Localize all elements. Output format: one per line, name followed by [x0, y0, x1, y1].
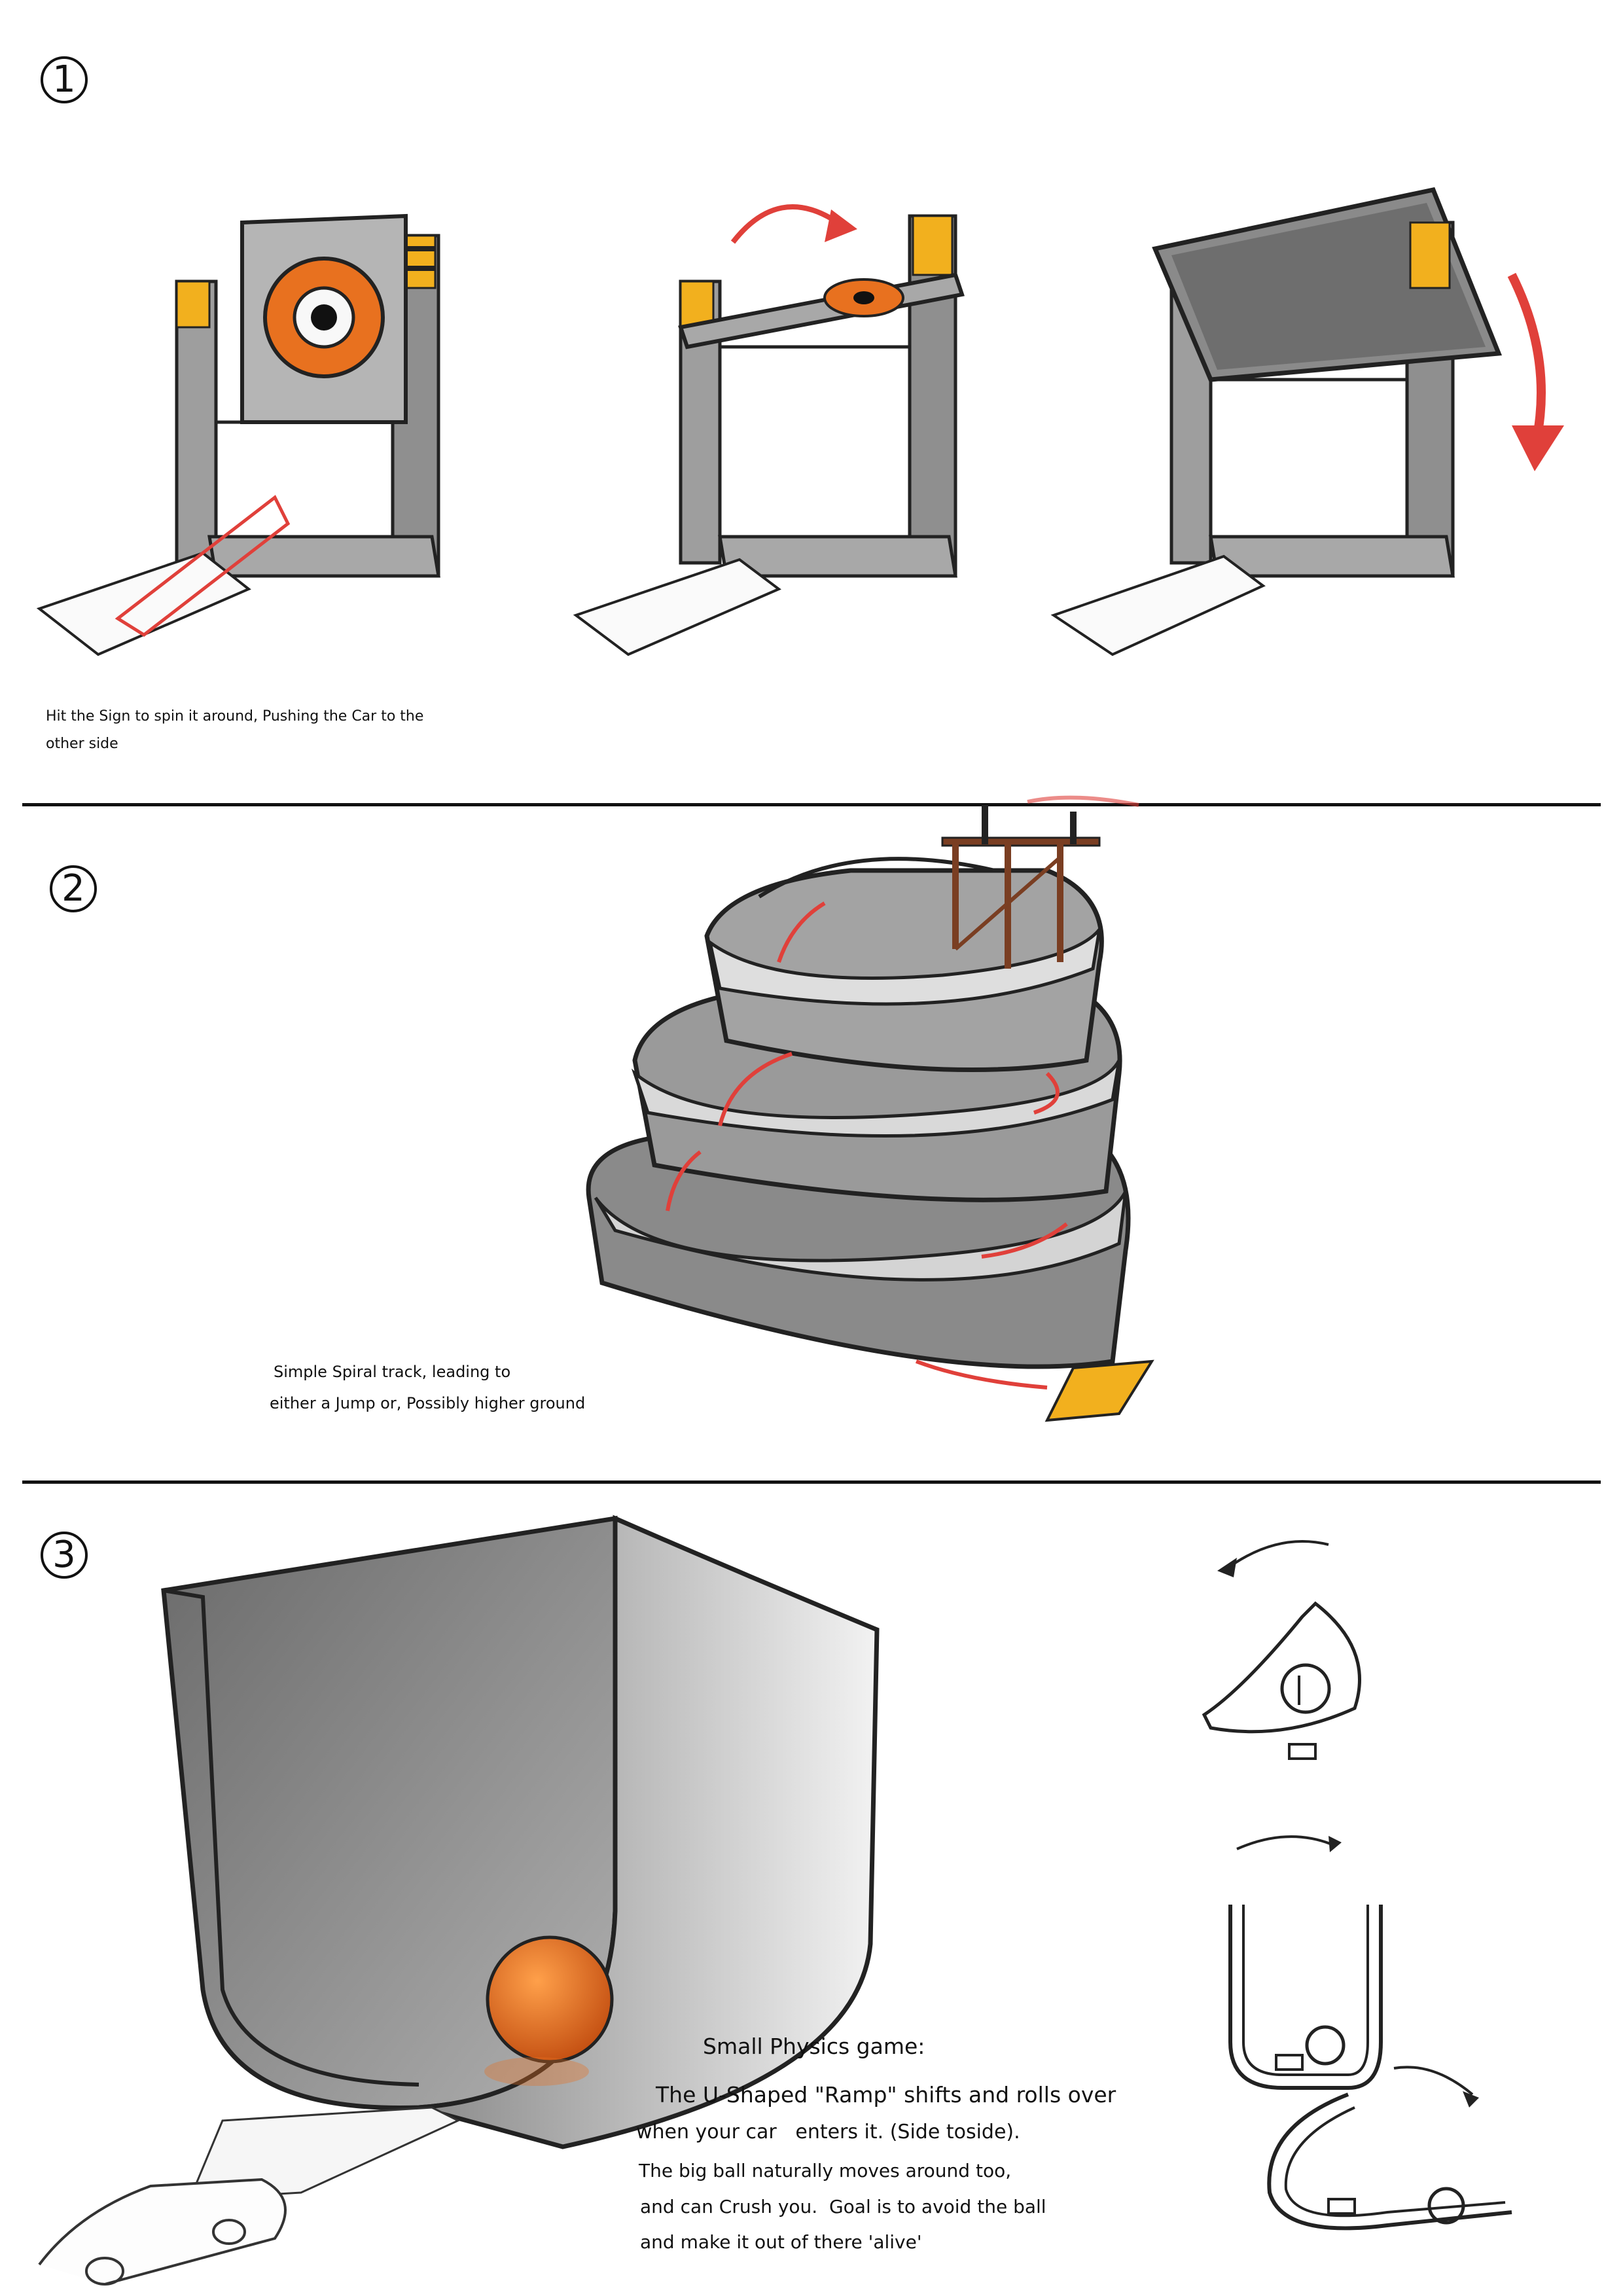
ramp-motion-diagrams: [1202, 1540, 1512, 2231]
section-2-number: 2: [50, 865, 97, 912]
section-1-note-line-2: other side: [46, 736, 118, 752]
section-3-number: 3: [41, 1532, 88, 1579]
section-3-note-line-5: and can Crush you. Goal is to avoid the …: [640, 2196, 1046, 2217]
section-divider-2: [22, 1480, 1601, 1484]
section-3-note-line-3: when your car enters it. (Side toside).: [636, 2121, 1020, 2144]
gate-sign-flipped-illustration: [1050, 187, 1564, 656]
section-2-note-line-1: Simple Spiral track, leading to: [274, 1363, 511, 1381]
section-3-note-line-6: and make it out of there 'alive': [640, 2231, 922, 2253]
section-3-note-line-1: Small Physics game:: [703, 2034, 925, 2059]
gate-sign-spinning-illustration: [573, 204, 965, 656]
section-3-note-line-2: The U-Shaped "Ramp" shifts and rolls ove…: [656, 2082, 1116, 2108]
u-shaped-ramp-illustration: [38, 1515, 880, 2286]
section-3-note-line-4: The big ball naturally moves around too,: [639, 2160, 1012, 2181]
section-2-note-line-2: either a Jump or, Possibly higher ground: [270, 1394, 586, 1412]
section-1-number: 1: [41, 56, 88, 103]
section-1-note-line-1: Hit the Sign to spin it around, Pushing …: [46, 708, 424, 725]
spiral-track-illustration: [586, 795, 1154, 1422]
section-divider-1: [22, 803, 1601, 806]
gate-sign-front-illustration: [36, 213, 440, 656]
